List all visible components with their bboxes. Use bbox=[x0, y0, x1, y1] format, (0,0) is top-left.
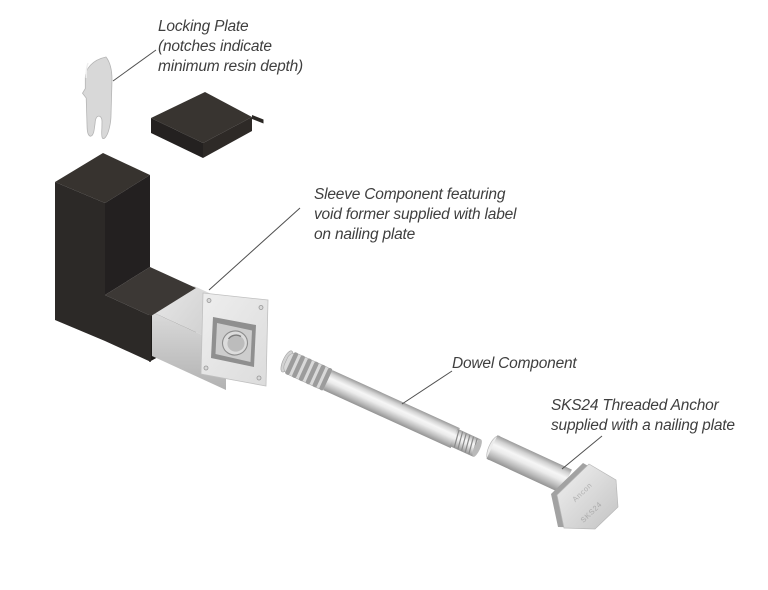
sleeve-nailing-plate bbox=[200, 292, 269, 387]
sleeve-black-body bbox=[55, 153, 196, 362]
sleeve-label: Sleeve Component featuring void former s… bbox=[314, 185, 516, 245]
sleeve-label-line2: void former supplied with label bbox=[314, 206, 517, 223]
dowel-label: Dowel Component bbox=[452, 354, 577, 374]
anchor-hex-head bbox=[556, 463, 619, 530]
locking-plate-part bbox=[82, 56, 113, 140]
locking-plate-leader bbox=[112, 49, 157, 82]
anchor-label-line2: supplied with a nailing plate bbox=[551, 417, 735, 434]
dowel-shaft bbox=[323, 370, 460, 449]
sleeve-leader bbox=[208, 207, 301, 291]
plate-nail-hole bbox=[203, 365, 209, 371]
leader-lines bbox=[112, 49, 603, 470]
locking-plate-label-line1: Locking Plate bbox=[158, 18, 249, 35]
void-former-tube bbox=[221, 330, 249, 356]
plate-nail-hole bbox=[206, 298, 212, 303]
anchor-label-line1: SKS24 Threaded Anchor bbox=[551, 397, 719, 414]
locking-plate-label: Locking Plate (notches indicate minimum … bbox=[158, 17, 303, 77]
anchor-shaft bbox=[486, 435, 572, 494]
dowel-leader bbox=[401, 370, 453, 405]
locking-plate-label-line3: minimum resin depth) bbox=[158, 58, 304, 75]
plate-nail-hole bbox=[258, 305, 264, 310]
sleeve-label-line1: Sleeve Component featuring bbox=[314, 186, 506, 203]
dowel-label-line1: Dowel Component bbox=[452, 355, 577, 372]
anchor-leader bbox=[561, 435, 603, 470]
cap-part bbox=[151, 92, 264, 158]
anchor-label: SKS24 Threaded Anchor supplied with a na… bbox=[551, 396, 735, 436]
anchor-part: Ancon SKS24 bbox=[486, 435, 619, 530]
sleeve-label-line3: on nailing plate bbox=[314, 226, 416, 243]
locking-plate-label-line2: (notches indicate bbox=[158, 38, 272, 55]
plate-nail-hole bbox=[256, 375, 262, 381]
sleeve-part bbox=[55, 153, 269, 390]
dowel-part bbox=[280, 350, 482, 457]
